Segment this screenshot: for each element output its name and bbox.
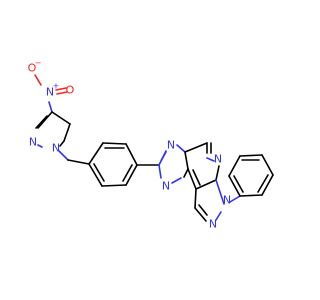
- triazole-n-bottom-label: N: [162, 180, 170, 193]
- fused-pyrazole-n-label: N: [223, 194, 231, 207]
- nitro-nitrogen-label: N: [46, 86, 54, 99]
- triazole-n-top-label: N: [167, 139, 175, 152]
- pyrazole-n1-label: N: [29, 136, 37, 149]
- pyrimidine-n-label: N: [214, 153, 222, 166]
- fused-pyrazole-n-bottom-label: N: [209, 218, 217, 231]
- molecule-structure: O − N + O N N N N N N N: [28, 59, 274, 231]
- atom-labels: O − N + O N N N N N N N: [28, 59, 231, 231]
- pyrazole-n2-label: N: [52, 142, 60, 155]
- nitro-oxygen-top-label: O: [28, 62, 37, 75]
- nitro-oxygen-right-label: O: [66, 84, 75, 97]
- nitro-nitrogen-charge-label: +: [53, 82, 60, 91]
- nitro-oxygen-charge-label: −: [35, 59, 42, 68]
- bond-lines: [34, 74, 274, 222]
